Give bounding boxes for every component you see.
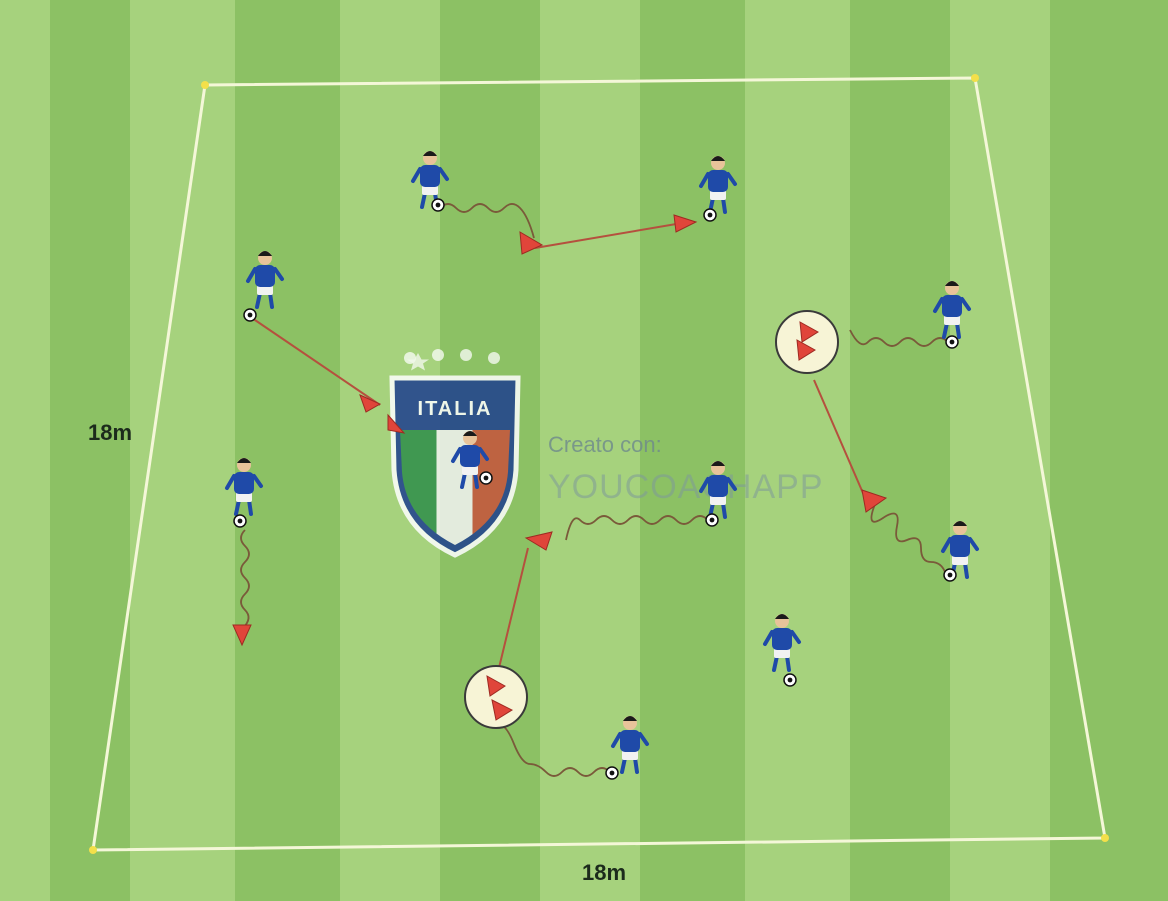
corner-marker (89, 846, 97, 854)
corner-marker (201, 81, 209, 89)
pitch-stripe (850, 0, 950, 901)
pitch-stripe (235, 0, 340, 901)
watermark-app-name: YOUCOACHAPP (548, 468, 824, 506)
pitch-stripe (745, 0, 850, 901)
pitch-stripe (50, 0, 130, 901)
pitch-stripe (1050, 0, 1168, 901)
pitch-stripe (950, 0, 1050, 901)
corner-marker (1101, 834, 1109, 842)
corner-marker (971, 74, 979, 82)
pitch-stripe (130, 0, 235, 901)
dimension-bottom-label: 18m (582, 860, 626, 885)
dimension-left-label: 18m (88, 420, 132, 445)
crest-text: ITALIA (418, 398, 493, 420)
pitch-stripe (0, 0, 50, 901)
highlighted-cone-group (776, 311, 838, 373)
watermark-created-with: Creato con: (548, 432, 662, 457)
